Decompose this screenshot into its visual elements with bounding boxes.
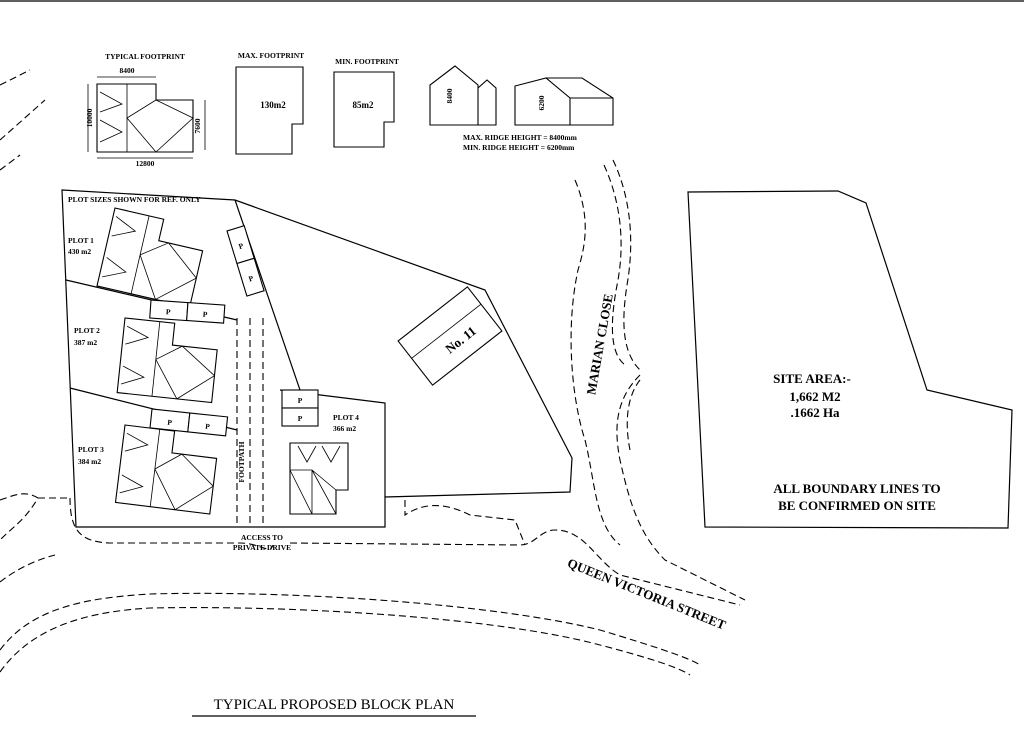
legend-min-footprint: MIN. FOOTPRINT 85m2 bbox=[333, 57, 399, 148]
boundary-note-line1: ALL BOUNDARY LINES TO bbox=[773, 481, 940, 496]
marian-close-kerb-east-2 bbox=[612, 159, 641, 371]
max-area-label: 130m2 bbox=[260, 100, 286, 110]
plot3-house bbox=[114, 424, 218, 515]
plot-2: PLOT 2 387 m2 P P bbox=[74, 299, 226, 404]
legend-elevations: 8400 6200 MAX. RIDGE HEIGHT = 8400mm MIN… bbox=[429, 65, 614, 152]
plot1-area: 430 m2 bbox=[68, 247, 91, 256]
plot4-parking: P P bbox=[281, 389, 319, 427]
legend-max-footprint: MAX. FOOTPRINT 130m2 bbox=[235, 51, 304, 155]
plot1-parking: P P bbox=[226, 225, 265, 297]
svg-text:P: P bbox=[166, 307, 172, 316]
road-kerb-nw-2 bbox=[0, 99, 46, 141]
road-kerb-nw-3 bbox=[0, 154, 21, 171]
plot2-area: 387 m2 bbox=[74, 338, 97, 347]
elev-min-dim-label: 6200 bbox=[537, 95, 546, 110]
site-area-m2: 1,662 M2 bbox=[789, 389, 840, 404]
marian-close-junction-kerb bbox=[616, 374, 746, 601]
min-elevation-outline bbox=[514, 77, 614, 126]
marian-close-kerb-east bbox=[603, 164, 626, 366]
road-kerb-w-1 bbox=[0, 493, 39, 541]
site-area-outline bbox=[687, 190, 1013, 529]
min-area-label: 85m2 bbox=[353, 100, 374, 110]
min-footprint-label: MIN. FOOTPRINT bbox=[335, 57, 399, 66]
plot2-parking: P P bbox=[149, 299, 226, 324]
site-front-kerb bbox=[289, 529, 741, 606]
plot2-name: PLOT 2 bbox=[74, 326, 100, 335]
footpath-label: FOOTPATH bbox=[237, 441, 246, 482]
plot4-area: 366 m2 bbox=[333, 424, 356, 433]
max-footprint-outline bbox=[235, 66, 304, 155]
typical-footprint-gables bbox=[99, 91, 123, 143]
road-kerb-private-drive bbox=[69, 497, 274, 550]
marian-close-kerb-west bbox=[570, 179, 621, 546]
plot3-parking: P P bbox=[149, 408, 229, 437]
typical-footprint-label: TYPICAL FOOTPRINT bbox=[105, 52, 185, 61]
queen-victoria-kerb-north bbox=[0, 592, 701, 666]
plot4-house-roof bbox=[289, 469, 337, 515]
legend-typical-footprint: TYPICAL FOOTPRINT 8400 10000 7600 12800 bbox=[85, 52, 206, 168]
svg-text:P: P bbox=[238, 241, 245, 251]
site-area-ha: .1662 Ha bbox=[790, 405, 840, 420]
site-area-label: SITE AREA:- bbox=[773, 371, 851, 386]
dim-right-label: 7600 bbox=[193, 118, 202, 133]
svg-text:P: P bbox=[205, 422, 211, 431]
private-drive-kerb bbox=[404, 500, 526, 546]
marian-close-junction-kerb-2 bbox=[626, 379, 641, 451]
access-label-line1: ACCESS TO bbox=[241, 533, 283, 542]
queen-victoria-street-label: QUEEN VICTORIA STREET bbox=[565, 555, 728, 632]
plot4-name: PLOT 4 bbox=[333, 413, 359, 422]
marian-close-label: MARIAN CLOSE bbox=[583, 293, 616, 396]
typical-footprint-outline bbox=[96, 83, 194, 153]
access-label-line2: PRIVATE DRIVE bbox=[233, 543, 291, 552]
max-footprint-label: MAX. FOOTPRINT bbox=[238, 51, 304, 60]
plot-3: PLOT 3 384 m2 P P bbox=[78, 408, 229, 515]
plot1-house bbox=[96, 207, 204, 308]
road-kerb-w-2 bbox=[0, 554, 56, 583]
plot2-house bbox=[116, 317, 218, 404]
plot3-name: PLOT 3 bbox=[78, 445, 104, 454]
dim-top-label: 8400 bbox=[120, 66, 135, 75]
min-ridge-label: MIN. RIDGE HEIGHT = 6200mm bbox=[463, 143, 575, 152]
plot-4: PLOT 4 366 m2 P P bbox=[281, 389, 359, 515]
svg-text:P: P bbox=[298, 396, 303, 405]
plot4-house-gables bbox=[297, 445, 341, 463]
queen-victoria-kerb-south bbox=[0, 607, 691, 676]
plot3-area: 384 m2 bbox=[78, 457, 101, 466]
dim-bottom-label: 12800 bbox=[136, 159, 155, 168]
svg-text:P: P bbox=[298, 414, 303, 423]
max-ridge-label: MAX. RIDGE HEIGHT = 8400mm bbox=[463, 133, 578, 142]
min-footprint-outline bbox=[333, 71, 395, 148]
typical-footprint-roof bbox=[126, 84, 194, 153]
svg-text:P: P bbox=[247, 273, 254, 283]
footpath: FOOTPATH bbox=[236, 318, 264, 525]
elev-max-dim-label: 8400 bbox=[445, 88, 454, 103]
plot4-house-outline bbox=[289, 442, 349, 515]
svg-text:P: P bbox=[167, 418, 173, 427]
dim-left-label: 10000 bbox=[85, 108, 94, 127]
svg-text:P: P bbox=[203, 310, 209, 319]
existing-house-no-11: No. 11 bbox=[397, 286, 503, 386]
boundary-note-line2: BE CONFIRMED ON SITE bbox=[778, 498, 936, 513]
plot1-name: PLOT 1 bbox=[68, 236, 94, 245]
plot-note-label: PLOT SIZES SHOWN FOR REF. ONLY bbox=[68, 195, 201, 204]
max-elevation-outline bbox=[429, 65, 497, 126]
site-outline bbox=[61, 189, 573, 528]
roads bbox=[0, 69, 746, 676]
plot-1: PLOT 1 430 m2 P P bbox=[68, 207, 265, 308]
site-area-panel: SITE AREA:- 1,662 M2 .1662 Ha ALL BOUNDA… bbox=[687, 190, 1013, 529]
drawing-title: TYPICAL PROPOSED BLOCK PLAN bbox=[214, 697, 455, 713]
road-kerb-nw-1 bbox=[0, 69, 31, 86]
